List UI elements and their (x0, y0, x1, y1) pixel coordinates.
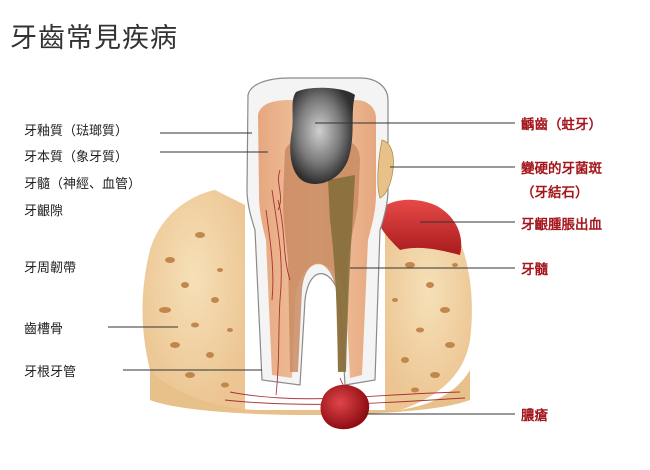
alveolar-bone-shape (142, 190, 245, 410)
label-abscess: 膿瘡 (521, 408, 548, 424)
label-enamel: 牙釉質（琺瑯質） (24, 124, 129, 139)
label-alveolar-bone: 齒槽骨 (24, 322, 64, 337)
label-root-canal: 牙根牙管 (24, 365, 77, 380)
caries-shape (290, 87, 355, 184)
label-tartar-line2: （牙結石） (521, 185, 589, 201)
label-periodontal-ligament: 牙周韌帶 (24, 261, 77, 276)
left-leader-lines (108, 132, 268, 371)
label-dentin: 牙本質（象牙質） (24, 150, 129, 165)
label-caries: 齲齒（蛀牙） (521, 117, 602, 133)
infected-canal-shape (328, 175, 355, 372)
bone-texture (159, 232, 458, 393)
right-leader-lines (315, 122, 515, 415)
label-pulp-left: 牙髓（神經、血管） (24, 177, 142, 192)
tartar-shape (377, 139, 394, 199)
inflamed-gum-shape (375, 199, 462, 255)
label-pulp-right: 牙髓 (521, 262, 548, 278)
abscess-shape (320, 384, 370, 430)
page-title: 牙齒常見疾病 (10, 23, 178, 54)
label-tartar-line1: 變硬的牙菌斑 (521, 161, 602, 177)
label-gum-pocket: 牙齦隙 (24, 204, 64, 219)
label-gingivitis: 牙齦腫脹出血 (521, 217, 602, 233)
